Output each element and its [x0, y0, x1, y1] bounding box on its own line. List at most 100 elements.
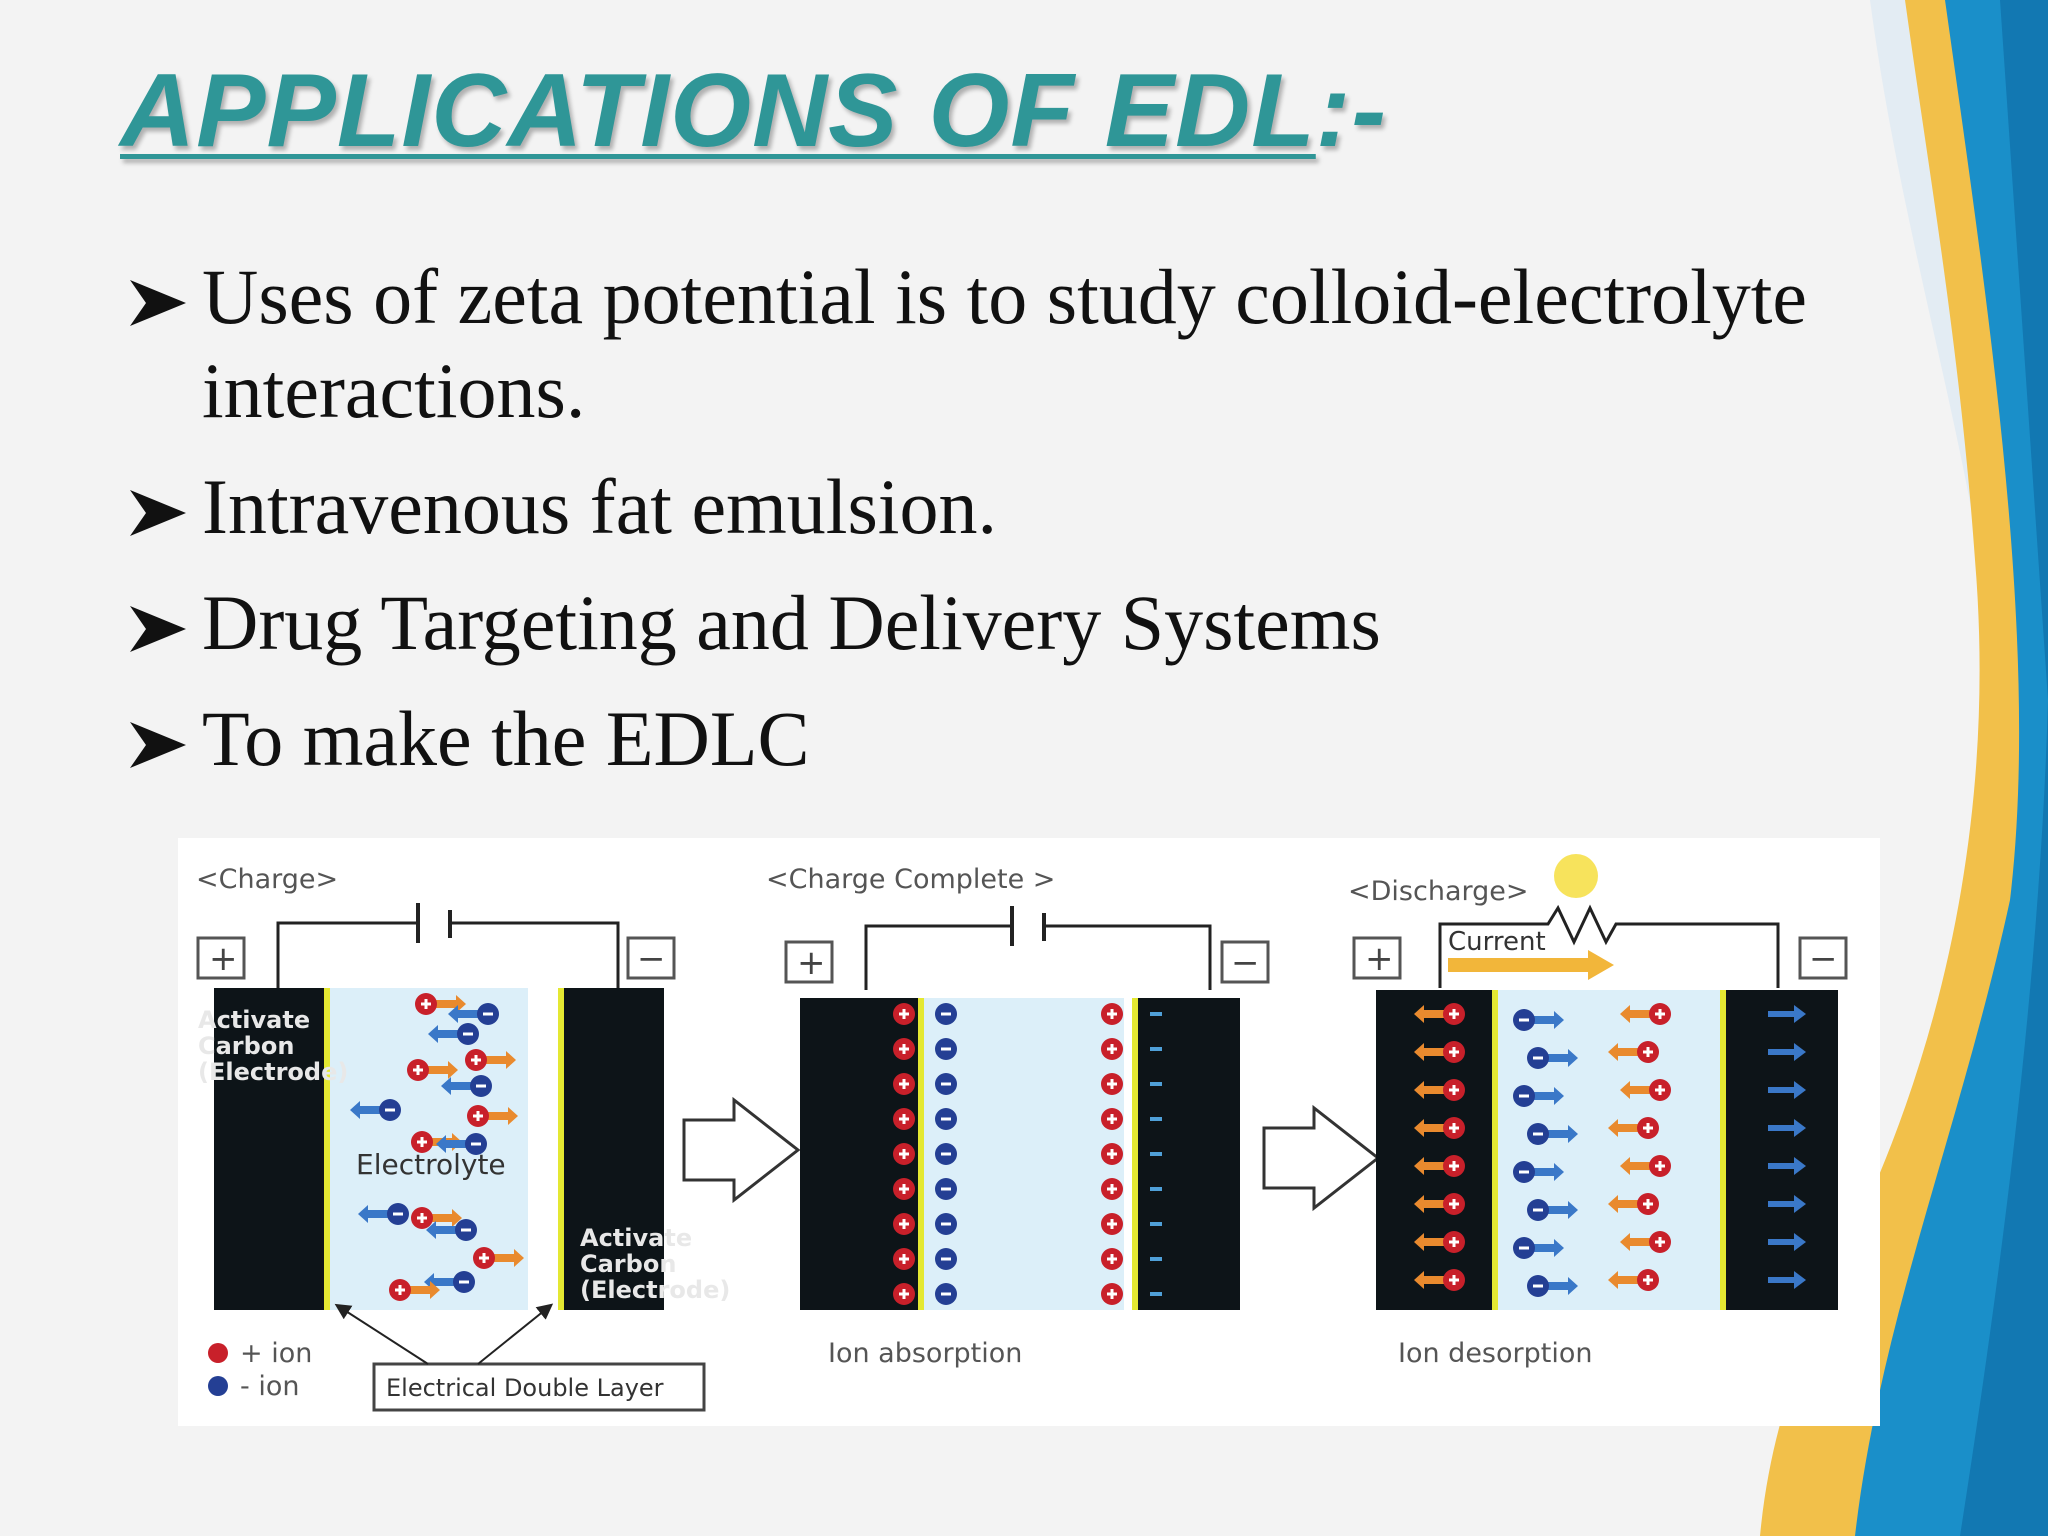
positive-terminal [784, 940, 834, 984]
negative-terminal [1220, 940, 1270, 984]
positive-ion [1414, 1079, 1465, 1101]
positive-sign: + [797, 943, 826, 983]
positive-ion [1414, 1231, 1465, 1253]
slide-title-suffix: :- [1315, 53, 1388, 169]
charge-ions [350, 993, 524, 1301]
positive-ion [893, 1143, 915, 1165]
positive-ion [415, 993, 466, 1015]
arrowhead-bullet-icon [130, 280, 186, 326]
positive-ion [1101, 1248, 1123, 1270]
discharge-panel: <Discharge> + − Current Ion desorption [1348, 854, 1848, 1369]
negative-ion [935, 1003, 957, 1025]
negative-ion [441, 1075, 492, 1097]
positive-ion [1414, 1117, 1465, 1139]
positive-ion [411, 1207, 462, 1229]
negative-sign: − [1809, 939, 1838, 979]
circuit-wire [276, 921, 620, 988]
positive-ion [1101, 1038, 1123, 1060]
positive-sign: + [209, 939, 238, 979]
bullet-text: Uses of zeta potential is to study collo… [202, 253, 1808, 434]
left-electrode [214, 988, 326, 1310]
positive-ion [893, 1073, 915, 1095]
positive-terminal [196, 936, 246, 980]
bullet-item: To make the EDLC [128, 692, 1948, 786]
bullet-text: Drug Targeting and Delivery Systems [202, 579, 1381, 666]
positive-ion-legend-icon [208, 1343, 228, 1363]
positive-ion [893, 1108, 915, 1130]
negative-ion [1527, 1123, 1578, 1145]
positive-ion [893, 1283, 915, 1305]
negative-sign: − [1231, 943, 1260, 983]
positive-ion [467, 1105, 518, 1127]
positive-ion [893, 1003, 915, 1025]
positive-ion [1620, 1003, 1671, 1025]
edl-label: Electrical Double Layer [386, 1374, 664, 1402]
positive-ion [1620, 1079, 1671, 1101]
negative-ion [935, 1213, 957, 1235]
negative-ion [1513, 1085, 1564, 1107]
negative-ion-legend-icon [208, 1376, 228, 1396]
bullet-item: Drug Targeting and Delivery Systems [128, 576, 1948, 670]
right-electrode [1726, 990, 1838, 1310]
negative-terminal [1798, 936, 1848, 980]
positive-ion [893, 1038, 915, 1060]
positive-ion [1620, 1155, 1671, 1177]
positive-ion [465, 1049, 516, 1071]
arrowhead-bullet-icon [130, 606, 186, 652]
negative-ion [448, 1003, 499, 1025]
positive-ion [473, 1247, 524, 1269]
negative-ion [436, 1133, 487, 1155]
negative-ion [935, 1073, 957, 1095]
negative-sign: − [637, 939, 666, 979]
positive-ion [1620, 1231, 1671, 1253]
positive-ion [1608, 1193, 1659, 1215]
positive-terminal [1352, 936, 1402, 980]
edl-label-box [372, 1362, 706, 1412]
positive-ion [893, 1213, 915, 1235]
ion-desorption-caption: Ion desorption [1398, 1338, 1592, 1369]
negative-ion [935, 1108, 957, 1130]
positive-ion [1414, 1269, 1465, 1291]
negative-ion [358, 1203, 409, 1225]
positive-sign: + [1365, 939, 1394, 979]
charge-panel: <Charge> + − Activate Carbon (Electrode)… [196, 864, 730, 1412]
positive-ion [389, 1279, 440, 1301]
positive-ion [1101, 1003, 1123, 1025]
electrolyte-region [924, 998, 1124, 1310]
negative-ion [1513, 1237, 1564, 1259]
left-electrode [1376, 990, 1494, 1310]
right-electrode-label-1: Activate [580, 1224, 692, 1252]
negative-ion [426, 1219, 477, 1241]
positive-ion [1101, 1108, 1123, 1130]
negative-ion [424, 1271, 475, 1293]
positive-ion [1101, 1283, 1123, 1305]
charge-title: <Charge> [196, 864, 338, 895]
bullet-text: Intravenous fat emulsion. [202, 463, 997, 550]
current-arrow-icon [1448, 958, 1588, 972]
positive-ion [1101, 1073, 1123, 1095]
positive-ion [893, 1248, 915, 1270]
resistor-icon [1438, 904, 1780, 988]
negative-ion [1513, 1161, 1564, 1183]
process-arrow-icon [1262, 1104, 1381, 1212]
edlc-diagram: <Charge> + − Activate Carbon (Electrode)… [178, 838, 1880, 1426]
right-electrode [564, 988, 664, 1310]
positive-ion [1414, 1041, 1465, 1063]
positive-ion [1608, 1269, 1659, 1291]
bullet-item: Uses of zeta potential is to study collo… [128, 250, 1948, 438]
ion-absorption-caption: Ion absorption [828, 1338, 1022, 1369]
discharge-ions [1414, 1003, 1806, 1297]
arrowhead-bullet-icon [130, 490, 186, 536]
electrolyte-region [1496, 990, 1732, 1310]
positive-ion [1608, 1117, 1659, 1139]
slide-title-main: APPLICATIONS OF EDL [120, 53, 1316, 169]
bullet-item: Intravenous fat emulsion. [128, 460, 1948, 554]
left-electrode-label-1: Activate [198, 1006, 310, 1034]
arrowhead-bullet-icon [130, 722, 186, 768]
electrolyte-label: Electrolyte [356, 1148, 506, 1181]
negative-ion [935, 1143, 957, 1165]
right-electrode-label-2: Carbon [580, 1250, 676, 1278]
positive-ion [893, 1178, 915, 1200]
process-arrow-icon [682, 1096, 801, 1204]
